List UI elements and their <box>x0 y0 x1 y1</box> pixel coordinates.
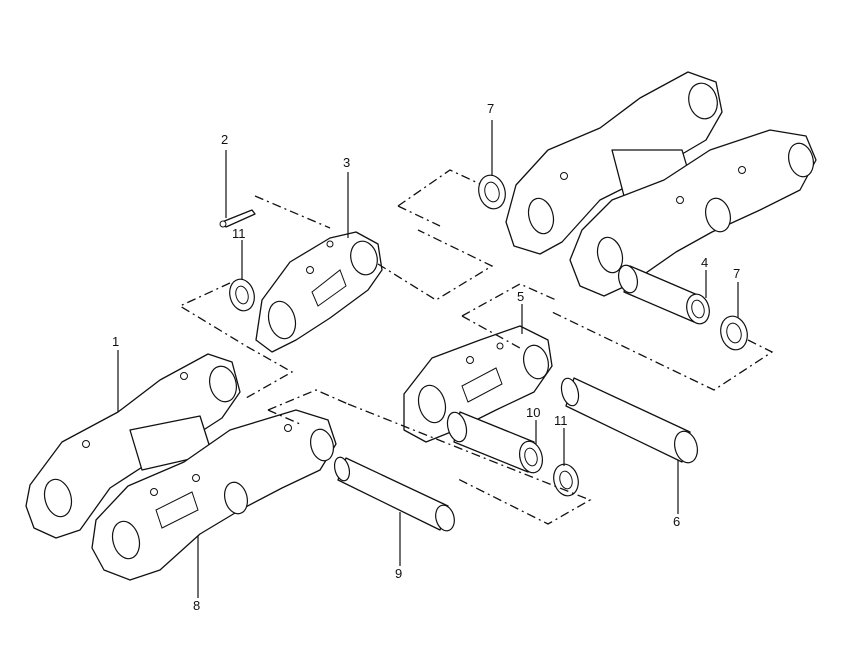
part-11-washer-lower <box>553 463 579 497</box>
part-7-seal-upper <box>478 174 506 210</box>
link-bore <box>111 520 141 560</box>
bolt-hole <box>676 196 684 204</box>
bolt-hole <box>150 488 158 496</box>
callout-4: 4 <box>701 255 708 270</box>
callout-1: 1 <box>112 334 119 349</box>
callout-10: 10 <box>526 405 540 420</box>
bolt-hole <box>82 440 90 448</box>
part-9-track-pin <box>333 456 455 532</box>
link-window <box>155 491 199 529</box>
bolt-hole <box>284 424 292 432</box>
callout-11b: 11 <box>554 413 568 428</box>
link-bore <box>223 481 249 515</box>
callout-7a: 7 <box>487 101 494 116</box>
part-1-track-link <box>25 353 241 539</box>
link-bore <box>705 197 731 233</box>
part-6-track-pin <box>560 377 699 464</box>
link-bore <box>788 142 814 178</box>
part-5-track-link <box>403 325 553 443</box>
leader-lines <box>117 120 739 598</box>
callout-9: 9 <box>395 566 402 581</box>
part-10-bushing <box>446 411 544 474</box>
link-bore <box>527 197 555 235</box>
callout-2: 2 <box>221 132 228 147</box>
part-3-track-link <box>255 231 383 353</box>
part-2-pin-clip <box>219 209 256 228</box>
callout-3: 3 <box>343 155 350 170</box>
part-8-track-link <box>91 409 337 581</box>
callout-7b: 7 <box>733 266 740 281</box>
link-bore <box>596 236 624 274</box>
link-back-upper <box>505 71 723 255</box>
callout-11a: 11 <box>232 226 246 241</box>
lower-left-chain-assembly <box>25 353 337 581</box>
bolt-hole <box>180 372 188 380</box>
link-bore <box>688 82 718 120</box>
bolt-hole <box>738 166 746 174</box>
link-bore <box>309 428 335 462</box>
part-7-seal-lower <box>720 315 748 351</box>
link-bore <box>209 365 237 403</box>
callout-labels: 7 2 3 11 4 7 5 1 10 11 6 9 8 <box>112 101 740 613</box>
callout-6: 6 <box>673 514 680 529</box>
bolt-hole <box>192 474 200 482</box>
bolt-hole <box>560 172 568 180</box>
link-bore <box>43 478 73 518</box>
part-11-washer-upper <box>229 278 255 312</box>
link-front-upper <box>569 129 817 297</box>
callout-8: 8 <box>193 598 200 613</box>
callout-5: 5 <box>517 289 524 304</box>
part-4-bushing <box>617 264 710 325</box>
upper-right-chain-assembly <box>505 71 817 297</box>
alignment-lines <box>178 169 774 525</box>
